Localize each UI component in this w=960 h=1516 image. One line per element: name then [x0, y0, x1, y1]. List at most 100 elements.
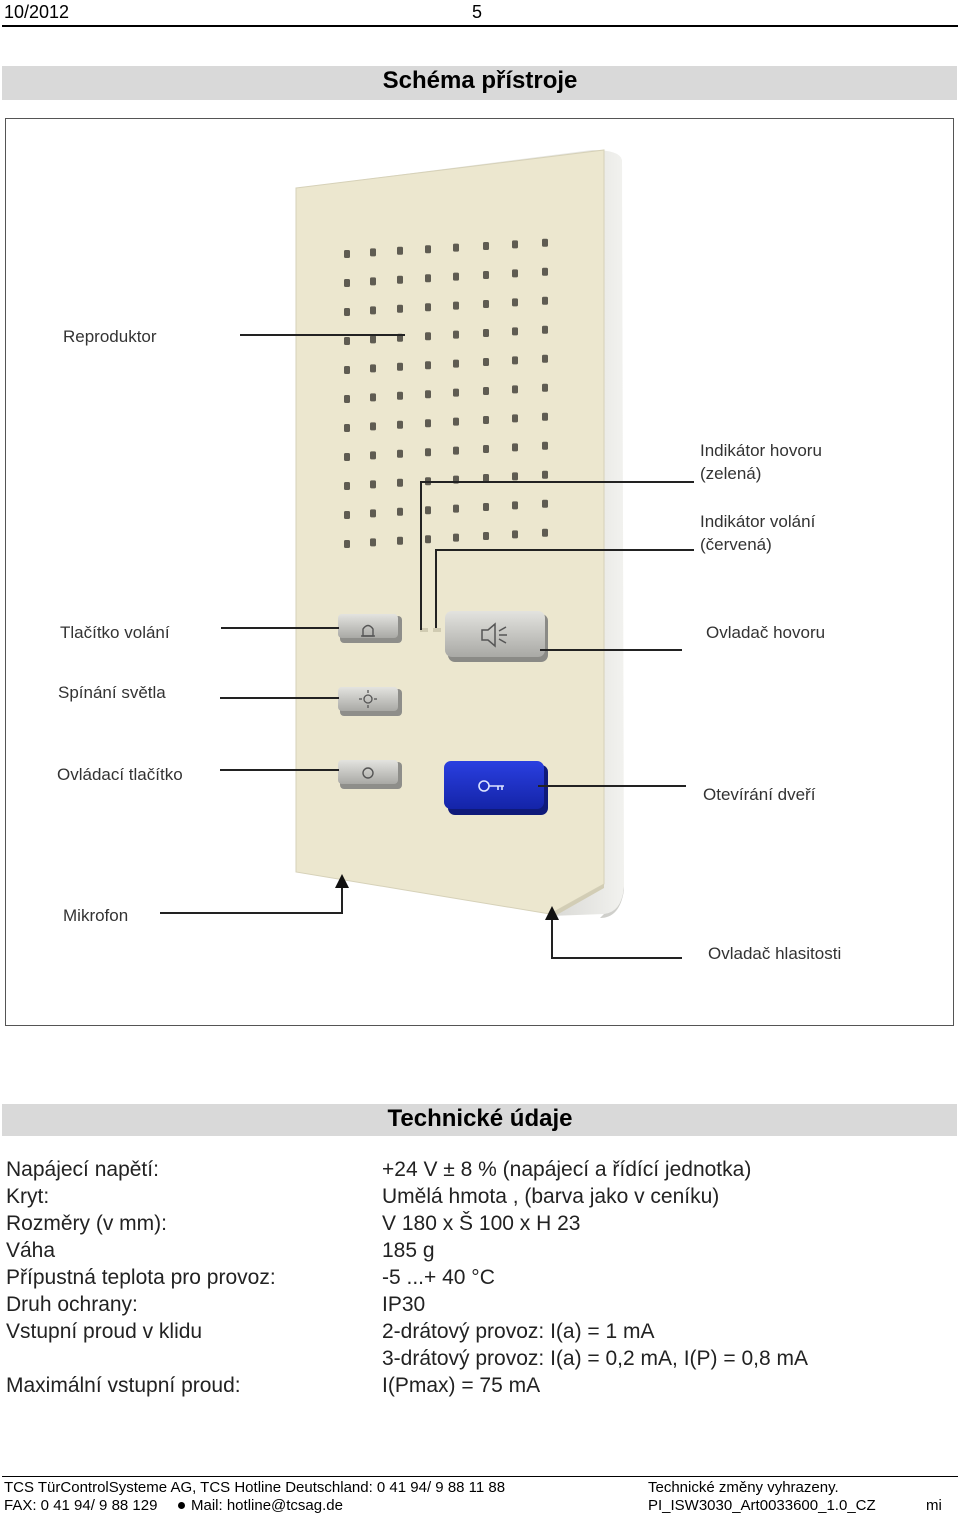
- spec-value-max-proud: I(Pmax) = 75 mA: [382, 1374, 541, 1397]
- footer-disclaimer: Technické změny vyhrazeny.: [648, 1479, 839, 1496]
- door-open-button[interactable]: [444, 761, 548, 815]
- grille-hole: [542, 296, 548, 305]
- call-button[interactable]: [338, 614, 402, 643]
- specs-title-bar: [2, 1104, 957, 1136]
- grille-hole: [453, 446, 459, 455]
- grille-hole: [370, 509, 376, 518]
- spec-label-ochrana: Druh ochrany:: [6, 1293, 138, 1316]
- grille-hole: [512, 414, 518, 423]
- specs-title: Technické údaje: [387, 1105, 573, 1132]
- grille-hole: [425, 303, 431, 312]
- grille-hole: [483, 242, 489, 250]
- label-indikator-hovoru-2: (zelená): [700, 464, 761, 483]
- circle-icon: [362, 767, 374, 779]
- call-indicator-led: [420, 628, 428, 632]
- spec-label-rozmery: Rozměry (v mm):: [6, 1212, 167, 1235]
- grille-hole: [425, 419, 431, 428]
- control-button[interactable]: [338, 760, 402, 789]
- label-ovladac-hlasitosti: Ovladač hlasitosti: [708, 944, 841, 963]
- grille-hole: [344, 424, 350, 432]
- grille-hole: [397, 478, 403, 487]
- footer-mail[interactable]: Mail: hotline@tcsag.de: [191, 1497, 343, 1514]
- header-rule: [2, 25, 958, 27]
- grille-hole: [453, 243, 459, 252]
- page-title: Schéma přístroje: [382, 67, 578, 94]
- footer-suffix: mi: [926, 1497, 942, 1514]
- grille-hole: [370, 422, 376, 431]
- grille-hole: [453, 301, 459, 310]
- grille-hole: [397, 391, 403, 400]
- grille-hole: [542, 383, 548, 392]
- spec-label-teplota: Přípustná teplota pro provoz:: [6, 1266, 276, 1289]
- label-indikator-hovoru-1: Indikátor hovoru: [700, 441, 822, 460]
- spec-value-vaha: 185 g: [382, 1239, 435, 1262]
- talk-indicator-led: [433, 628, 441, 632]
- light-icon: [359, 690, 377, 708]
- spec-label-max-proud: Maximální vstupní proud:: [6, 1374, 241, 1397]
- grille-hole: [483, 300, 489, 308]
- grille-hole: [453, 272, 459, 281]
- grille-hole: [542, 238, 548, 247]
- talk-button[interactable]: [445, 611, 548, 662]
- microphone-arrow: [335, 874, 349, 888]
- grille-hole: [397, 275, 403, 284]
- spec-value-teplota: -5 ...+ 40 °C: [382, 1266, 495, 1289]
- grille-hole: [370, 277, 376, 286]
- leader-lines: [160, 334, 694, 959]
- grille-hole: [512, 472, 518, 481]
- speaker-icon: [481, 622, 507, 648]
- grille-hole: [542, 470, 548, 479]
- footer-doc-ref: PI_ISW3030_Art0033600_1.0_CZ: [648, 1497, 876, 1514]
- grille-hole: [344, 250, 350, 258]
- grille-hole: [512, 385, 518, 394]
- spec-value-3-dratovy: 3-drátový provoz: I(a) = 0,2 mA, I(P) = …: [382, 1347, 808, 1370]
- grille-hole: [542, 267, 548, 276]
- grille-hole: [542, 412, 548, 421]
- key-icon: [478, 780, 504, 792]
- speaker-grille: [344, 238, 548, 548]
- grille-hole: [370, 451, 376, 460]
- grille-hole: [512, 327, 518, 336]
- grille-hole: [370, 335, 376, 344]
- grille-hole: [370, 306, 376, 315]
- grille-hole: [542, 354, 548, 363]
- grille-hole: [397, 420, 403, 429]
- grille-hole: [370, 480, 376, 489]
- page-number: 5: [472, 2, 483, 22]
- label-indikator-volani-1: Indikátor volání: [700, 512, 816, 531]
- spec-label-vaha: Váha: [6, 1239, 56, 1262]
- grille-hole: [370, 364, 376, 373]
- grille-hole: [344, 279, 350, 287]
- label-spinani-svetla: Spínání světla: [58, 683, 166, 702]
- grille-hole: [453, 359, 459, 368]
- light-switch-button[interactable]: [338, 687, 402, 716]
- title-bar: [2, 66, 957, 100]
- grille-hole: [344, 308, 350, 316]
- grille-hole: [453, 330, 459, 339]
- label-reproduktor: Reproduktor: [63, 327, 157, 346]
- grille-hole: [512, 501, 518, 510]
- grille-hole: [512, 240, 518, 249]
- grille-hole: [483, 474, 489, 482]
- header-date: 10/2012: [4, 2, 70, 22]
- grille-hole: [344, 337, 350, 345]
- grille-hole: [483, 416, 489, 424]
- grille-hole: [370, 538, 376, 547]
- label-tlacitko-volani: Tlačítko volání: [60, 623, 170, 642]
- grille-hole: [453, 504, 459, 513]
- grille-hole: [370, 248, 376, 257]
- grille-hole: [344, 540, 350, 548]
- spec-label-kryt: Kryt:: [6, 1185, 50, 1208]
- label-ovladaci-tlacitko: Ovládací tlačítko: [57, 765, 183, 784]
- grille-hole: [512, 298, 518, 307]
- grille-hole: [397, 304, 403, 313]
- grille-hole: [344, 366, 350, 374]
- footer-company: TCS TürControlSysteme AG, TCS Hotline De…: [4, 1479, 506, 1496]
- grille-hole: [542, 325, 548, 334]
- grille-hole: [397, 246, 403, 255]
- grille-hole: [483, 445, 489, 453]
- bell-icon: [361, 624, 375, 637]
- label-otevirani-dveri: Otevírání dveří: [703, 785, 816, 804]
- grille-hole: [453, 388, 459, 397]
- spec-value-rozmery: V 180 x Š 100 x H 23: [382, 1212, 581, 1235]
